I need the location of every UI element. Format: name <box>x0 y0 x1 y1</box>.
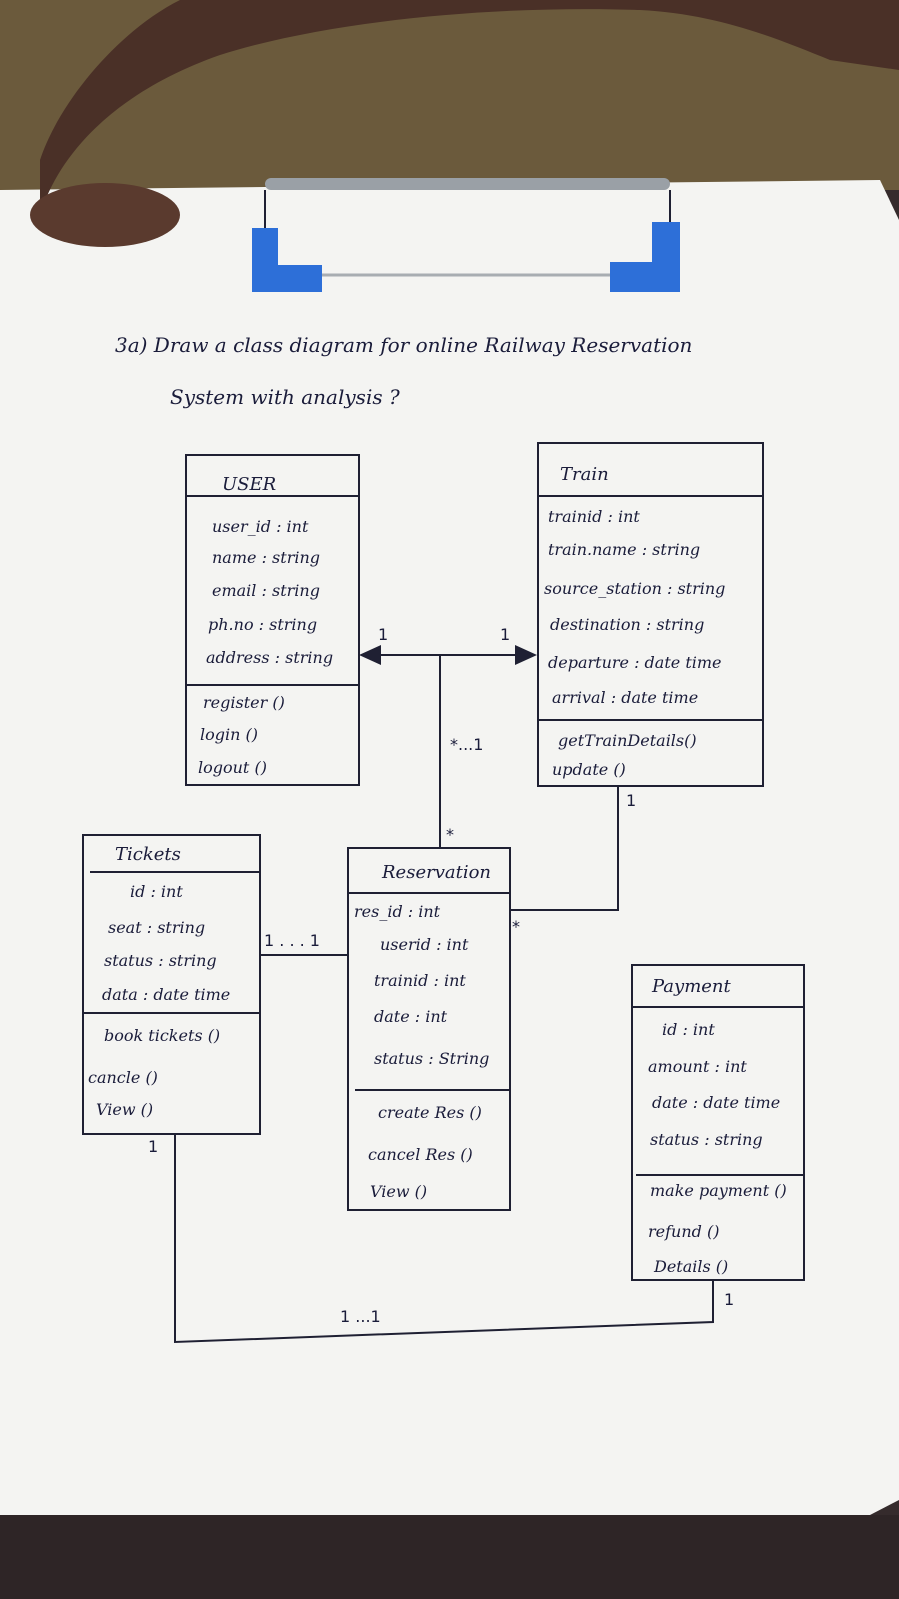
mult-user-end: 1 <box>378 625 388 644</box>
reservation-class: Reservation res_id : int userid : int tr… <box>347 847 511 1211</box>
mult-tickets-res: 1 . . . 1 <box>264 931 320 950</box>
reservation-class-name: Reservation <box>381 862 491 883</box>
reservation-attr-2: userid : int <box>380 935 469 954</box>
mult-res-train: * <box>512 917 520 936</box>
clip-grip-right <box>610 222 680 292</box>
user-attr-1: user_id : int <box>212 517 309 536</box>
user-attr-3: email : string <box>212 581 320 600</box>
tickets-attr-1: id : int <box>130 882 183 901</box>
user-method-3: logout () <box>198 758 267 777</box>
train-attr-1: trainid : int <box>548 507 640 526</box>
tickets-method-2: cancle () <box>88 1068 158 1087</box>
train-arrowhead <box>515 645 537 665</box>
question-line-2: System with analysis ? <box>170 385 400 409</box>
payment-method-2: refund () <box>648 1222 719 1241</box>
tickets-class-name: Tickets <box>115 844 181 865</box>
user-attr-5: address : string <box>206 648 333 667</box>
reservation-method-1: create Res () <box>378 1103 482 1122</box>
train-res-line <box>510 786 619 911</box>
payment-attr-3: date : date time <box>652 1093 780 1112</box>
reservation-method-3: View () <box>370 1182 427 1201</box>
question-line-1: 3a) Draw a class diagram for online Rail… <box>115 333 692 357</box>
train-attr-6: arrival : date time <box>552 688 698 707</box>
clip-grip-left <box>252 228 322 292</box>
payment-class-name: Payment <box>651 976 732 997</box>
thumb <box>30 183 180 247</box>
payment-attr-4: status : string <box>650 1130 763 1149</box>
user-attr-4: ph.no : string <box>208 615 317 634</box>
mult-res-top: * <box>446 825 454 844</box>
user-attr-2: name : string <box>212 548 320 567</box>
reservation-attr-4: date : int <box>374 1007 448 1026</box>
clip-bar <box>265 178 670 190</box>
train-class: Train trainid : int train.name : string … <box>537 442 764 787</box>
tickets-method-3: View () <box>96 1100 153 1119</box>
tickets-method-1: book tickets () <box>104 1026 220 1045</box>
train-method-2: update () <box>552 760 626 779</box>
payment-class: Payment id : int amount : int date : dat… <box>631 964 805 1281</box>
tickets-payment-line <box>174 1134 714 1344</box>
train-attr-3: source_station : string <box>544 579 725 598</box>
mult-res-user-train: *...1 <box>450 735 483 754</box>
train-attr-4: destination : string <box>550 615 704 634</box>
user-class: USER user_id : int name : string email :… <box>185 454 360 786</box>
train-method-1: getTrainDetails() <box>558 731 697 750</box>
tickets-class: Tickets id : int seat : string status : … <box>82 834 261 1135</box>
tickets-attr-2: seat : string <box>108 918 205 937</box>
user-class-name: USER <box>222 474 276 495</box>
mult-tickets-bottom: 1 <box>148 1137 158 1156</box>
connectors <box>174 645 714 1344</box>
train-attr-2: train.name : string <box>548 540 700 559</box>
reservation-attr-5: status : String <box>374 1049 489 1068</box>
user-method-2: login () <box>200 725 258 744</box>
payment-attr-2: amount : int <box>648 1057 747 1076</box>
user-method-1: register () <box>203 693 285 712</box>
table-edge <box>0 1515 899 1599</box>
user-arrowhead <box>359 645 381 665</box>
reservation-attr-1: res_id : int <box>354 902 441 921</box>
payment-method-3: Details () <box>653 1257 728 1276</box>
mult-payment-bottom: 1 <box>724 1290 734 1309</box>
mult-tickets-payment: 1 ...1 <box>340 1307 381 1326</box>
train-attr-5: departure : date time <box>548 653 722 672</box>
tickets-attr-4: data : date time <box>102 985 230 1004</box>
reservation-method-2: cancel Res () <box>368 1145 473 1164</box>
payment-attr-1: id : int <box>662 1020 715 1039</box>
train-class-name: Train <box>560 464 609 485</box>
payment-method-1: make payment () <box>650 1181 787 1200</box>
mult-train-end: 1 <box>500 625 510 644</box>
reservation-attr-3: trainid : int <box>374 971 466 990</box>
hand <box>40 0 899 215</box>
mult-train-bottom: 1 <box>626 791 636 810</box>
tickets-attr-3: status : string <box>104 951 217 970</box>
